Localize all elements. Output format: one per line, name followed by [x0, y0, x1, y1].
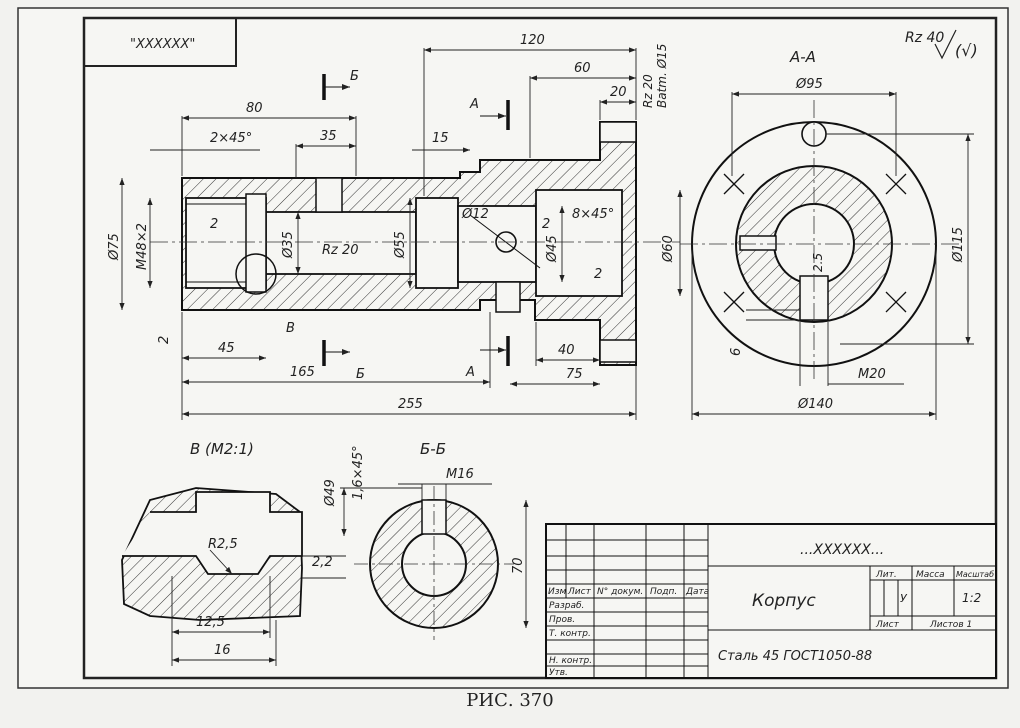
section-aa-title: A-A: [789, 48, 816, 66]
tb-row-razrab: Разраб.: [549, 601, 584, 611]
dim-d45: Ø45: [545, 235, 560, 263]
tb-list: Лист: [875, 620, 900, 630]
dim-d55: Ø55: [393, 231, 408, 259]
dim-70: 70: [511, 557, 526, 574]
dim-d12: Ø12: [461, 207, 489, 222]
tb-listov: Листов 1: [929, 620, 972, 630]
dim-m16: M16: [446, 467, 474, 482]
main-dim-labels: 120 80 60 20 35 15 2×45° Rz 20 Batm. Ø15…: [107, 33, 676, 412]
tb-massa: Масса: [916, 570, 945, 580]
tb-lit: Лит.: [875, 570, 897, 580]
dim-12-5: 12,5: [196, 615, 225, 630]
section-b-top: Б: [350, 69, 359, 84]
dim-75: 75: [566, 367, 583, 382]
tb-row-tkontr: Т. контр.: [549, 629, 591, 639]
dim-d115: Ø115: [951, 227, 966, 263]
dim-d140: Ø140: [797, 397, 833, 412]
dim-rz20-top: Rz 20: [641, 74, 655, 108]
detail-b: B (M2:1) R2,5 2,2 12,5 16: [121, 440, 346, 666]
dim-d75: Ø75: [107, 233, 122, 261]
tb-col-list: Лист: [567, 587, 592, 597]
dim-255: 255: [398, 397, 423, 412]
frame-label-box: [84, 18, 237, 67]
dim-20: 20: [610, 85, 627, 100]
roughness-rz40: Rz 40: [905, 30, 944, 46]
tb-row-prov: Пров.: [549, 615, 575, 625]
section-bb-title: Б-Б: [420, 440, 446, 458]
figure-caption: РИС. 370: [466, 690, 554, 711]
dim-m20: M20: [858, 367, 886, 382]
tb-col-izm: Изм: [548, 587, 567, 597]
section-a-bottom: A: [465, 365, 475, 380]
dim-d95: Ø95: [795, 77, 823, 92]
section-b-bottom: Б: [356, 367, 365, 382]
section-bb: Б-Б 1,6×45° Ø49 M16 70: [323, 440, 529, 640]
dim-35: 35: [320, 129, 337, 144]
title-block: Изм Лист N° докум. Подп. Дата Разраб. Пр…: [545, 523, 997, 679]
dim-16: 16: [214, 643, 231, 658]
tb-masshtab: Масштаб: [956, 570, 994, 579]
dim-6: 6: [729, 348, 744, 356]
roughness-check-icon: [934, 29, 957, 60]
dim-15: 15: [432, 131, 449, 146]
tb-designation: ...XXXXXX...: [800, 542, 884, 558]
tb-u: У: [900, 592, 908, 605]
tb-material: Сталь 45 ГОСТ1050-88: [718, 649, 872, 664]
section-aa: A-A: [680, 48, 974, 420]
tb-scale: 1:2: [962, 591, 981, 605]
dim-165: 165: [290, 365, 315, 380]
section-cut-marks: [322, 74, 510, 366]
dim-45: 45: [218, 341, 235, 356]
dim-chamfer-left: 2×45°: [210, 131, 252, 146]
section-a-top: A: [469, 97, 479, 112]
dim-m48: M48×2: [135, 223, 150, 270]
main-view-dimensions: [119, 47, 683, 420]
dim-chamfer-right: 8×45°: [572, 207, 614, 222]
tb-row-nkontr: Н. контр.: [549, 656, 592, 666]
dim-80: 80: [246, 101, 263, 116]
frame-label: "XXXXXX": [130, 37, 195, 52]
detail-b-label: B: [286, 321, 295, 336]
roughness-2-b: 2: [542, 217, 550, 232]
dim-chamfer-1-6: 1,6×45°: [351, 445, 366, 500]
tb-col-data: Дата: [685, 587, 709, 597]
dim-2-5: 2.5: [811, 253, 825, 272]
tb-row-utv: Утв.: [549, 668, 568, 678]
dim-r2-5: R2,5: [208, 537, 238, 552]
tb-col-doc: N° докум.: [597, 587, 643, 597]
dim-rz20: Rz 20: [322, 243, 359, 258]
roughness-2-a: 2: [210, 217, 218, 232]
tb-col-podp: Подп.: [650, 587, 677, 597]
dim-d49: Ø49: [323, 479, 338, 507]
dim-120: 120: [520, 33, 545, 48]
dim-60: 60: [574, 61, 591, 76]
inner-frame: [82, 16, 998, 680]
detail-b-title: B (M2:1): [190, 440, 254, 458]
dim-40: 40: [558, 343, 575, 358]
dim-sverl15: Batm. Ø15: [655, 44, 669, 108]
dim-2-2: 2,2: [312, 555, 333, 570]
roughness-2-c: 2: [594, 267, 602, 282]
tb-name: Корпус: [752, 591, 816, 611]
roughness-2-d: 2: [157, 336, 172, 344]
dim-d35: Ø35: [281, 231, 296, 259]
roughness-mark: (√): [955, 41, 978, 60]
dim-d60: Ø60: [661, 235, 676, 263]
